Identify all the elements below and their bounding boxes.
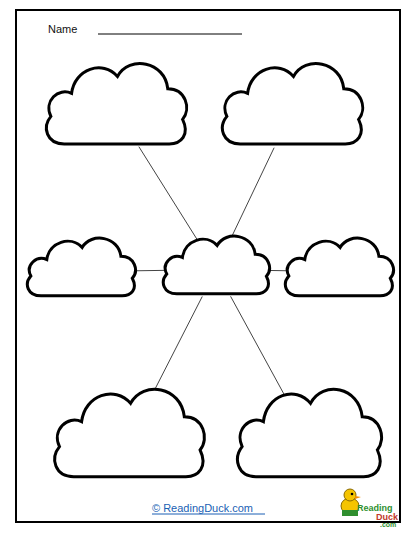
cloud-bubble [218, 55, 366, 147]
cloud-outline [282, 232, 396, 298]
connector-line [139, 147, 200, 244]
connector-line [229, 148, 274, 243]
cloud-outline [160, 230, 272, 296]
cloud-shape [46, 64, 186, 144]
connector-line [231, 296, 288, 400]
cloud-bubble [50, 380, 208, 480]
logo-word: Reading [357, 503, 393, 513]
name-label: Name [48, 23, 77, 35]
logo-word: Duck [376, 512, 398, 522]
cloud-bubble [233, 380, 385, 480]
cloud-bubble [160, 230, 272, 296]
cloud-outline [50, 380, 208, 480]
name-underline [98, 34, 242, 35]
page-border [16, 10, 400, 522]
cloud-shape [222, 64, 362, 144]
cloud-outline [24, 232, 138, 298]
cloud-shape [285, 238, 393, 296]
cloud-outline [233, 380, 385, 480]
cloud-outline [218, 55, 366, 147]
cloud-outline [42, 55, 190, 147]
cloud-bubble [42, 55, 190, 147]
cloud-shape [55, 389, 205, 476]
cloud-shape [163, 236, 269, 294]
logo-word: .com [380, 521, 396, 528]
cloud-shape [27, 238, 135, 296]
cloud-bubble [282, 232, 396, 298]
cloud-bubble [24, 232, 138, 298]
cloud-shape [238, 389, 382, 476]
copyright-link: © ReadingDuck.com [152, 502, 253, 514]
connector-line [150, 296, 203, 399]
